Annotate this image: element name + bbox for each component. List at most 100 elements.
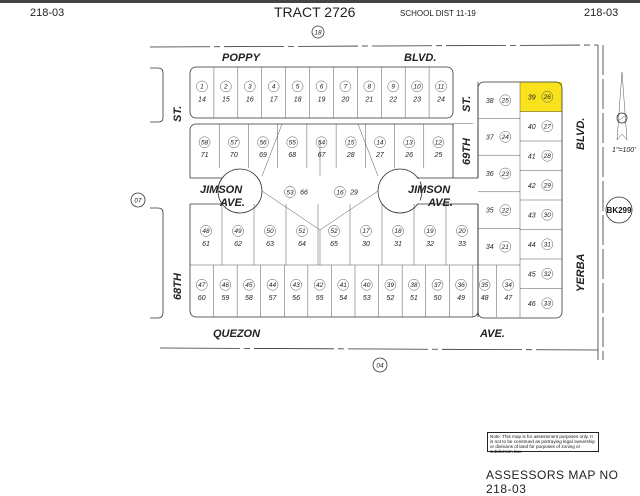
book-badge-label: BK299 [607, 206, 632, 215]
lot-number: 22 [388, 96, 397, 103]
adjoining-map-bottom[interactable]: 04 [372, 357, 388, 373]
parcel-number-circle [541, 268, 554, 280]
street-69th-suffix: ST. [461, 96, 473, 112]
parcel-number: 2 [223, 84, 228, 91]
parcel-number-circle [432, 136, 445, 148]
street-quezon: QUEZON [213, 328, 261, 340]
parcel-number-circle [232, 225, 244, 237]
lot-number: 64 [298, 241, 306, 248]
parcel-number: 7 [344, 84, 348, 91]
parcel-number-circle [315, 80, 328, 93]
lot-number: 57 [269, 295, 278, 302]
lot-number: 19 [318, 96, 326, 103]
street-yerba: YERBA [575, 253, 587, 292]
street-jimson-east: JIMSON [408, 184, 451, 196]
parcel-3[interactable]: 316 [244, 80, 256, 104]
parcel-number-circle [334, 186, 346, 198]
parcel-number-circle [337, 279, 349, 291]
parcel-8[interactable]: 821 [363, 80, 376, 104]
adjoining-map-top[interactable]: 18 [311, 25, 325, 39]
parcel-number: 11 [438, 84, 445, 91]
parcel-5[interactable]: 518 [291, 80, 304, 104]
parcel-6[interactable]: 619 [315, 80, 328, 104]
parcel-number-circle [392, 225, 404, 237]
lot-number: 35 [486, 208, 494, 215]
lot-number: 70 [230, 152, 238, 159]
parcel-number: 35 [481, 282, 489, 289]
lot-number: 56 [292, 295, 300, 302]
lot-number: 65 [330, 241, 338, 248]
parcel-35[interactable]: 35 48 [478, 279, 491, 302]
lot-number: 39 [528, 94, 536, 101]
parcel-number: 42 [316, 282, 324, 289]
book-badge[interactable]: BK299 [605, 196, 633, 224]
lot-number: 44 [528, 242, 536, 249]
lot-number: 66 [300, 190, 308, 197]
street-jimson-west-suffix: AVE. [219, 197, 245, 209]
parcel-1[interactable]: 114 [196, 80, 208, 104]
lot-number: 48 [481, 295, 489, 302]
parcel-2[interactable]: 215 [220, 80, 232, 104]
street-quezon-suffix: AVE. [479, 328, 505, 340]
adjoining-map-left[interactable]: 07 [130, 192, 146, 208]
street-yerba-suffix: BLVD. [575, 118, 587, 150]
parcel-4[interactable]: 417 [267, 80, 280, 104]
parcel-7[interactable]: 720 [339, 80, 352, 104]
parcel-number-circle [387, 80, 399, 93]
highlighted-parcel-26[interactable] [520, 82, 562, 112]
poppy-blvd-line [149, 44, 599, 48]
parcel-9[interactable]: 922 [387, 80, 399, 104]
lot-number: 63 [266, 241, 274, 248]
parcel-number: 13 [406, 140, 414, 147]
street-jimson-west: JIMSON [200, 184, 243, 196]
